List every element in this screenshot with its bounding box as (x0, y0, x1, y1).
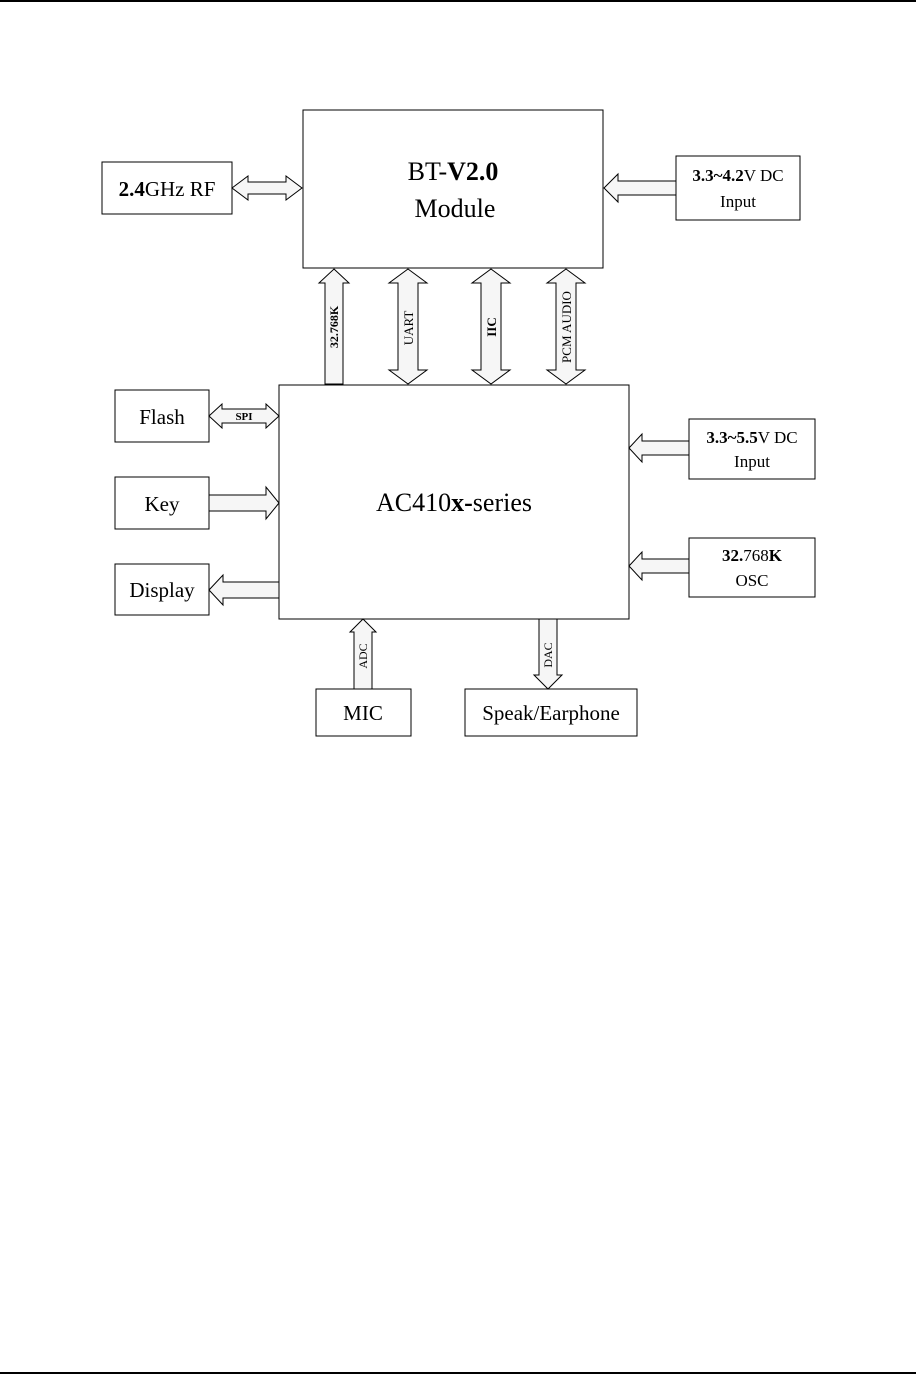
svg-text:MIC: MIC (343, 701, 383, 725)
svg-text:2.4GHz RF: 2.4GHz RF (119, 177, 216, 201)
dac-label: DAC (541, 642, 555, 667)
uart-label: UART (401, 311, 416, 346)
display-arrow (209, 575, 279, 605)
mic-block: MIC (316, 689, 411, 736)
svg-text:Display: Display (129, 578, 195, 602)
key-arrow (209, 487, 279, 519)
key-block: Key (115, 477, 209, 529)
svg-text:BT-V2.0: BT-V2.0 (408, 157, 499, 186)
rf-block: 2.4GHz RF (102, 162, 232, 214)
svg-text:Speak/Earphone: Speak/Earphone (482, 701, 620, 725)
pcm-audio-label: PCM AUDIO (559, 291, 574, 363)
bt-power-arrow (604, 174, 676, 202)
bt-module-block: BT-V2.0 Module (303, 110, 603, 268)
iic-label: IIC (484, 317, 499, 337)
soc-power-arrow (629, 434, 689, 462)
spi-label: SPI (235, 411, 252, 423)
speaker-block: Speak/Earphone (465, 689, 637, 736)
soc-power-block: 3.3~5.5V DC Input (689, 419, 815, 479)
clk-label: 32.768K (327, 305, 341, 348)
svg-text:Key: Key (145, 492, 180, 516)
svg-text:AC410x-series: AC410x-series (376, 488, 532, 517)
svg-text:Input: Input (734, 452, 770, 471)
svg-text:3.3~5.5V DC: 3.3~5.5V DC (706, 428, 797, 447)
svg-text:3.3~4.2V DC: 3.3~4.2V DC (692, 166, 783, 185)
rf-bidirectional-arrow (232, 176, 302, 200)
osc-block: 32.768K OSC (689, 538, 815, 597)
display-block: Display (115, 564, 209, 615)
svg-text:32.768K: 32.768K (722, 546, 783, 565)
adc-label: ADC (356, 643, 370, 668)
osc-arrow (629, 552, 689, 580)
soc-block: AC410x-series (279, 385, 629, 619)
flash-block: Flash (115, 390, 209, 442)
svg-text:OSC: OSC (735, 571, 768, 590)
svg-text:Input: Input (720, 192, 756, 211)
svg-text:Module: Module (415, 194, 496, 223)
svg-text:Flash: Flash (139, 405, 185, 429)
bt-power-block: 3.3~4.2V DC Input (676, 156, 800, 220)
